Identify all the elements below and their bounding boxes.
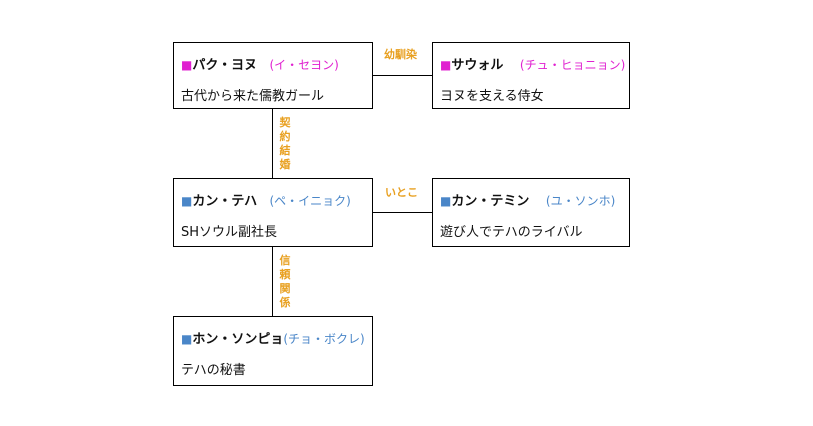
actor-name: (イ・セヨン) bbox=[269, 58, 339, 72]
relation-label-contract-marriage: 契約結婚 bbox=[279, 116, 291, 171]
character-name: パク・ヨヌ bbox=[192, 58, 258, 73]
connector-taeha-taemin bbox=[372, 212, 433, 213]
blue-square-marker-icon: ■ bbox=[181, 194, 193, 208]
character-name: ホン・ソンピョ bbox=[192, 332, 284, 347]
actor-name: (ペ・イニョク) bbox=[269, 194, 351, 208]
blue-square-marker-icon: ■ bbox=[181, 332, 193, 346]
connector-yoonu-taeha bbox=[272, 108, 273, 178]
character-box-hong-sonpyo: ■ホン・ソンピョ(チョ・ボクレ) テハの秘書 bbox=[173, 316, 373, 386]
character-description: テハの秘書 bbox=[181, 363, 246, 378]
relation-label-cousin: いとこ bbox=[385, 186, 418, 199]
character-description: 古代から来た儒教ガール bbox=[181, 89, 325, 104]
character-box-kang-taeha: ■カン・テハ (ペ・イニョク) SHソウル副社長 bbox=[173, 178, 373, 247]
character-heading: ■カン・テハ (ペ・イニョク) bbox=[181, 190, 351, 209]
connector-taeha-sonpyo bbox=[272, 246, 273, 316]
relation-label-childhood-friend: 幼馴染 bbox=[384, 48, 417, 61]
character-box-park-yoonu: ■パク・ヨヌ (イ・セヨン) 古代から来た儒教ガール bbox=[173, 42, 373, 109]
character-heading: ■カン・テミン (ユ・ソンホ) bbox=[440, 190, 615, 209]
actor-name: (チュ・ヒョニョン) bbox=[519, 58, 626, 72]
connector-yoonu-sawol bbox=[372, 75, 433, 76]
relation-label-trust: 信頼関係 bbox=[279, 254, 291, 309]
character-description: ヨヌを支える侍女 bbox=[440, 89, 544, 104]
pink-square-marker-icon: ■ bbox=[181, 58, 193, 72]
actor-name: (チョ・ボクレ) bbox=[283, 332, 365, 346]
character-box-sawol: ■サウォル (チュ・ヒョニョン) ヨヌを支える侍女 bbox=[432, 42, 630, 109]
actor-name: (ユ・ソンホ) bbox=[545, 194, 616, 208]
blue-square-marker-icon: ■ bbox=[440, 194, 452, 208]
pink-square-marker-icon: ■ bbox=[440, 58, 452, 72]
character-heading: ■ホン・ソンピョ(チョ・ボクレ) bbox=[181, 328, 365, 347]
character-heading: ■サウォル (チュ・ヒョニョン) bbox=[440, 54, 625, 73]
character-description: SHソウル副社長 bbox=[181, 225, 278, 240]
character-box-kang-taemin: ■カン・テミン (ユ・ソンホ) 遊び人でテハのライバル bbox=[432, 178, 630, 247]
character-name: カン・テミン bbox=[451, 194, 530, 209]
character-heading: ■パク・ヨヌ (イ・セヨン) bbox=[181, 54, 339, 73]
character-name: カン・テハ bbox=[192, 194, 258, 209]
character-description: 遊び人でテハのライバル bbox=[440, 225, 583, 240]
character-name: サウォル bbox=[451, 58, 504, 73]
